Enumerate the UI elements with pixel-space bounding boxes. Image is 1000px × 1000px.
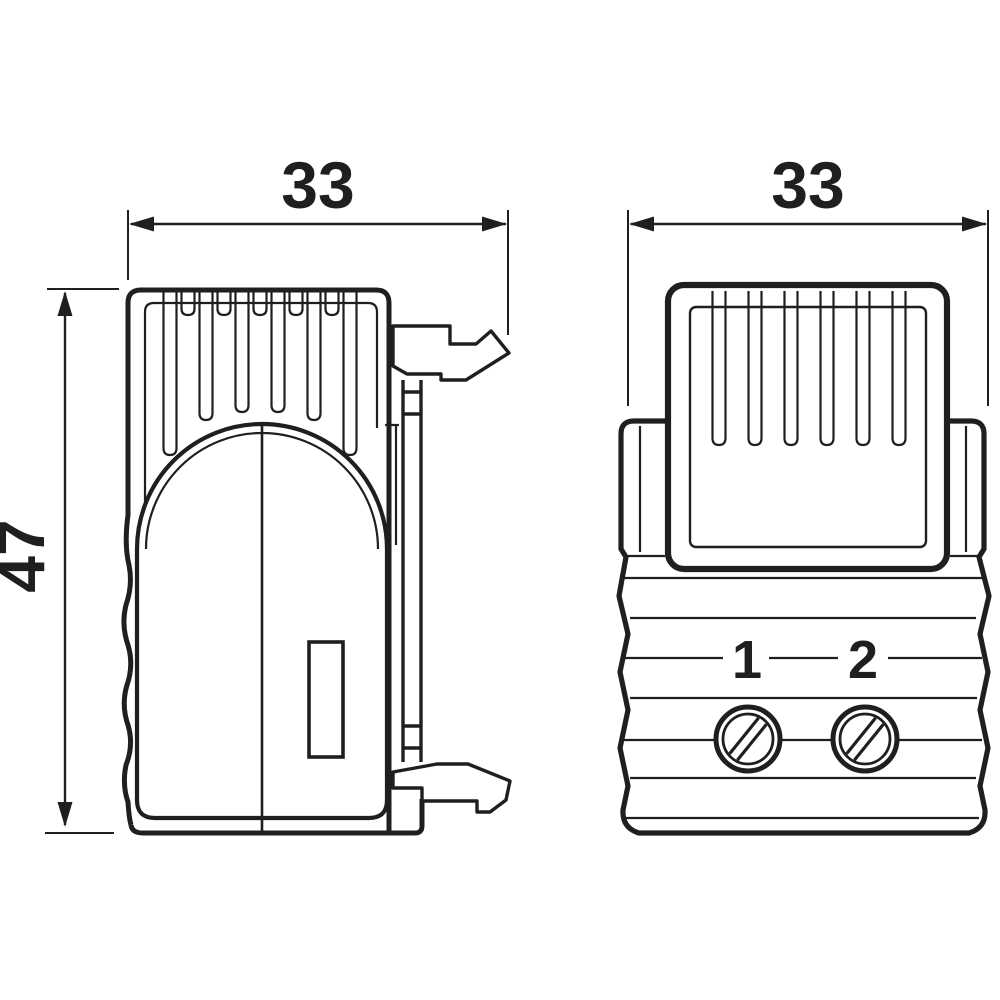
screw-inner: [838, 712, 892, 766]
din-rail-bracket: [391, 324, 512, 826]
rib-slot: [306, 292, 322, 422]
terminal-labels: 1 2: [723, 630, 888, 690]
label-backdrop: [838, 634, 888, 682]
bracket-rungs: [403, 390, 421, 750]
screw-slot: [728, 716, 768, 762]
front-knob-ribs: [711, 291, 907, 447]
knob-inner-line: [143, 301, 379, 508]
front-knob: [664, 281, 951, 573]
rib-tick: [252, 292, 268, 317]
arrowhead-top: [57, 291, 73, 316]
rib-slot: [783, 291, 799, 447]
screw-slot: [845, 716, 885, 762]
terminal-screw-1: [713, 704, 783, 774]
terminal-screw-2: [830, 704, 900, 774]
body-left-edge-wavy: [121, 303, 134, 826]
front-width-value: 33: [771, 148, 844, 222]
rib-slot: [270, 292, 286, 414]
rib-slot: [234, 292, 250, 414]
rib-tick: [180, 292, 196, 317]
bracket-rails: [401, 380, 423, 762]
screw-outer: [713, 704, 783, 774]
side-knob-ribs: [143, 292, 379, 508]
rib-slot: [342, 292, 358, 457]
rib-tick: [324, 292, 340, 317]
arrowhead-left: [629, 216, 654, 232]
rib-slot: [198, 292, 214, 422]
knob-inner-rect: [688, 305, 928, 549]
rib-slot: [855, 291, 871, 447]
rib-slot: [711, 291, 727, 447]
terminal-label-2: 2: [848, 630, 878, 690]
ear-inner-lines: [638, 426, 968, 552]
screw-outer: [830, 704, 900, 774]
rib-tick: [288, 292, 304, 317]
knob-outline: [664, 281, 951, 573]
rib-slot: [162, 292, 178, 457]
dimension-side-width: 33: [127, 148, 509, 335]
side-view: 33 47: [0, 148, 512, 836]
side-width-value: 33: [281, 148, 354, 222]
arrowhead-right: [962, 216, 987, 232]
side-height-value: 47: [0, 519, 58, 592]
rib-tick: [216, 292, 232, 317]
rib-slot: [747, 291, 763, 447]
body-top-edge: [125, 287, 392, 304]
arrowhead-bottom: [57, 802, 73, 827]
rib-slot: [819, 291, 835, 447]
label-backdrop: [723, 634, 769, 682]
din-rail-latch-top: [391, 324, 511, 382]
body-bottom-edge: [128, 799, 425, 836]
dimension-side-height: 47: [0, 288, 119, 834]
indicator-slot: [307, 640, 345, 759]
screw-inner: [721, 712, 775, 766]
arrowhead-left: [129, 216, 154, 232]
arrowhead-right: [482, 216, 507, 232]
front-view: 33: [616, 148, 992, 836]
terminal-label-1: 1: [732, 630, 762, 690]
din-rail-latch-bottom: [391, 762, 512, 814]
rib-slot: [891, 291, 907, 447]
rotary-dial-dome: [134, 421, 390, 831]
front-body-ribs: [623, 554, 982, 820]
knob-skirt-line: [385, 423, 399, 545]
dimension-front-width: 33: [627, 148, 989, 406]
